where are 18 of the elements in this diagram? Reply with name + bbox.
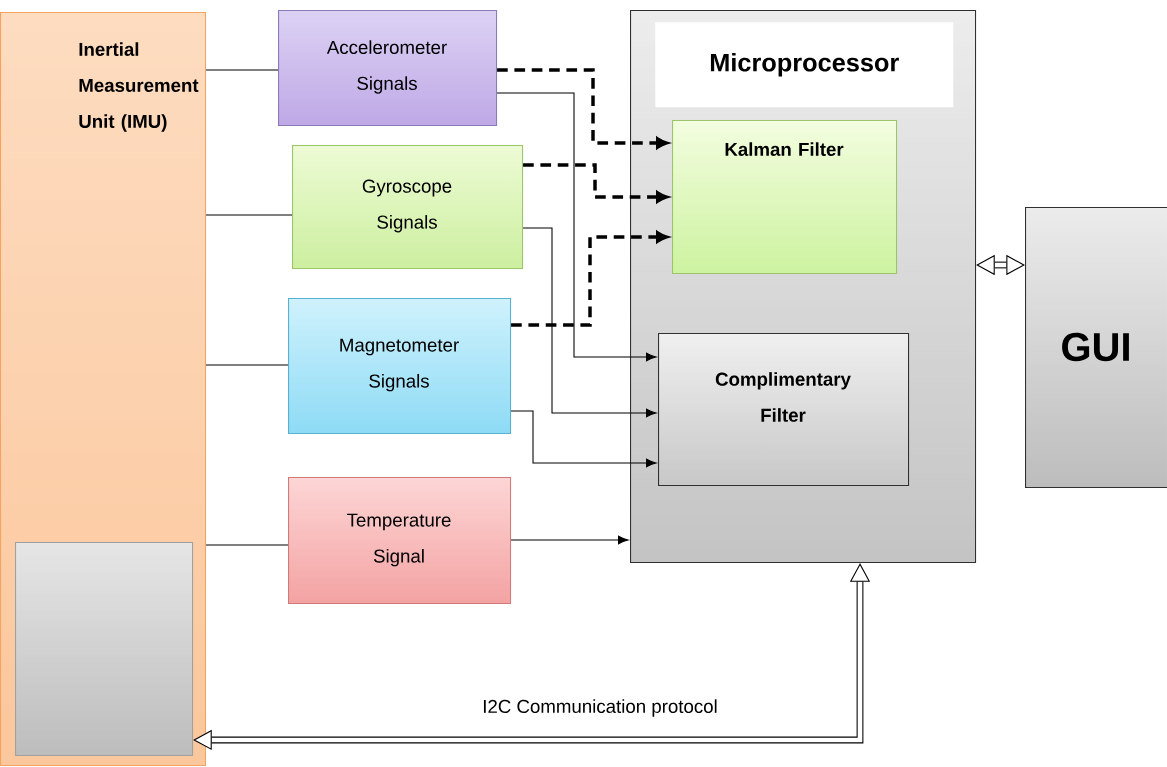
gui-box: GUI — [1025, 207, 1167, 489]
title-label: Microprocessor — [655, 22, 954, 108]
signal-box: Accelerometer Signals — [278, 10, 498, 127]
signal-box: Kalman Filter — [672, 120, 898, 275]
processor-box — [15, 542, 194, 757]
arrow — [522, 227, 657, 418]
signal-box: Magnetometer Signals — [288, 298, 512, 435]
arrow — [510, 535, 629, 545]
signal-box: Complimentary Filter — [658, 333, 910, 487]
arrow — [511, 231, 669, 327]
edge-label: I2C Communication protocol — [479, 696, 721, 720]
arrow — [976, 254, 1025, 276]
signal-box: Temperature Signal — [288, 477, 512, 605]
arrow — [523, 163, 669, 203]
arrow — [510, 410, 657, 468]
arrow — [496, 92, 657, 362]
arrow — [497, 68, 669, 149]
signal-box: Gyroscope Signals — [292, 145, 524, 270]
